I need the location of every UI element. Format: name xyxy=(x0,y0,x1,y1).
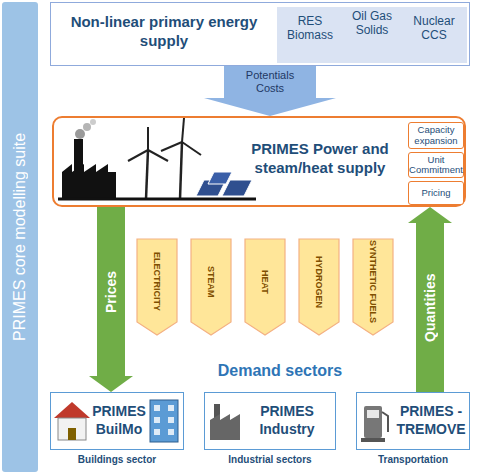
power-model-box: PRIMES Power and steam/heat supplyCapaci… xyxy=(52,116,466,207)
tag-outline xyxy=(245,239,285,335)
arrow-label: Prices xyxy=(97,207,125,376)
block-arrow xyxy=(204,66,336,116)
supply-box: Non-linear primary energy supplyRES Biom… xyxy=(50,2,470,66)
fuel-group: RES Biomass xyxy=(281,14,339,43)
arrow-label: Potentials Costs xyxy=(224,66,316,98)
function-name: Capacity expansion xyxy=(409,123,463,148)
carrier-name: ELECTRICITY xyxy=(136,238,178,336)
energy-carrier-tag: HYDROGEN xyxy=(298,238,340,336)
sector-model-box: PRIMES - TREMOVETransportation xyxy=(356,392,470,450)
block-arrow xyxy=(408,207,452,392)
sector-name: Industrial sectors xyxy=(199,454,341,465)
fuel-group: Nuclear CCS xyxy=(405,14,463,43)
function-box: Unit Commitment xyxy=(408,152,464,178)
tag-outline xyxy=(353,239,393,335)
function-box: Capacity expansion xyxy=(408,122,464,149)
energy-carrier-tag: ELECTRICITY xyxy=(136,238,178,336)
energy-carrier-tag: HEAT xyxy=(244,238,286,336)
box-title: Non-linear primary energy supply xyxy=(57,13,271,51)
block-arrow xyxy=(89,207,133,392)
arrow-label: Quantities xyxy=(416,223,444,392)
fuel-group: Oil Gas Solids xyxy=(343,9,401,38)
carrier-name: HYDROGEN xyxy=(298,238,340,336)
energy-carrier-tag: SYNTHETIC FUELS xyxy=(352,238,394,336)
suite-band: PRIMES core modelling suite xyxy=(2,2,38,472)
box-title: PRIMES Power and steam/heat supply xyxy=(236,140,404,178)
tag-outline xyxy=(191,239,231,335)
fuel-list-box: RES BiomassOil Gas SolidsNuclear CCS xyxy=(277,7,467,63)
model-name: PRIMES - TREMOVE xyxy=(393,403,469,438)
carrier-name: HEAT xyxy=(244,238,286,336)
function-name: Unit Commitment xyxy=(409,153,463,177)
carrier-name: STEAM xyxy=(190,238,232,336)
energy-carrier-tag: STEAM xyxy=(190,238,232,336)
sector-model-box: PRIMES IndustryIndustrial sectors xyxy=(204,392,336,450)
sector-name: Buildings sector xyxy=(45,454,189,465)
tag-outline xyxy=(137,239,177,335)
sector-name: Transportation xyxy=(351,454,475,465)
tag-outline xyxy=(299,239,339,335)
sector-model-box: PRIMES BuilMoBuildings sector xyxy=(50,392,184,450)
function-name: Pricing xyxy=(409,182,463,204)
model-name: PRIMES Industry xyxy=(247,403,327,438)
model-name: PRIMES BuilMo xyxy=(87,403,151,438)
section-heading: Demand sectors xyxy=(190,362,370,380)
function-box: Pricing xyxy=(408,181,464,205)
band-title: PRIMES core modelling suite xyxy=(2,2,38,472)
carrier-name: SYNTHETIC FUELS xyxy=(352,238,394,336)
